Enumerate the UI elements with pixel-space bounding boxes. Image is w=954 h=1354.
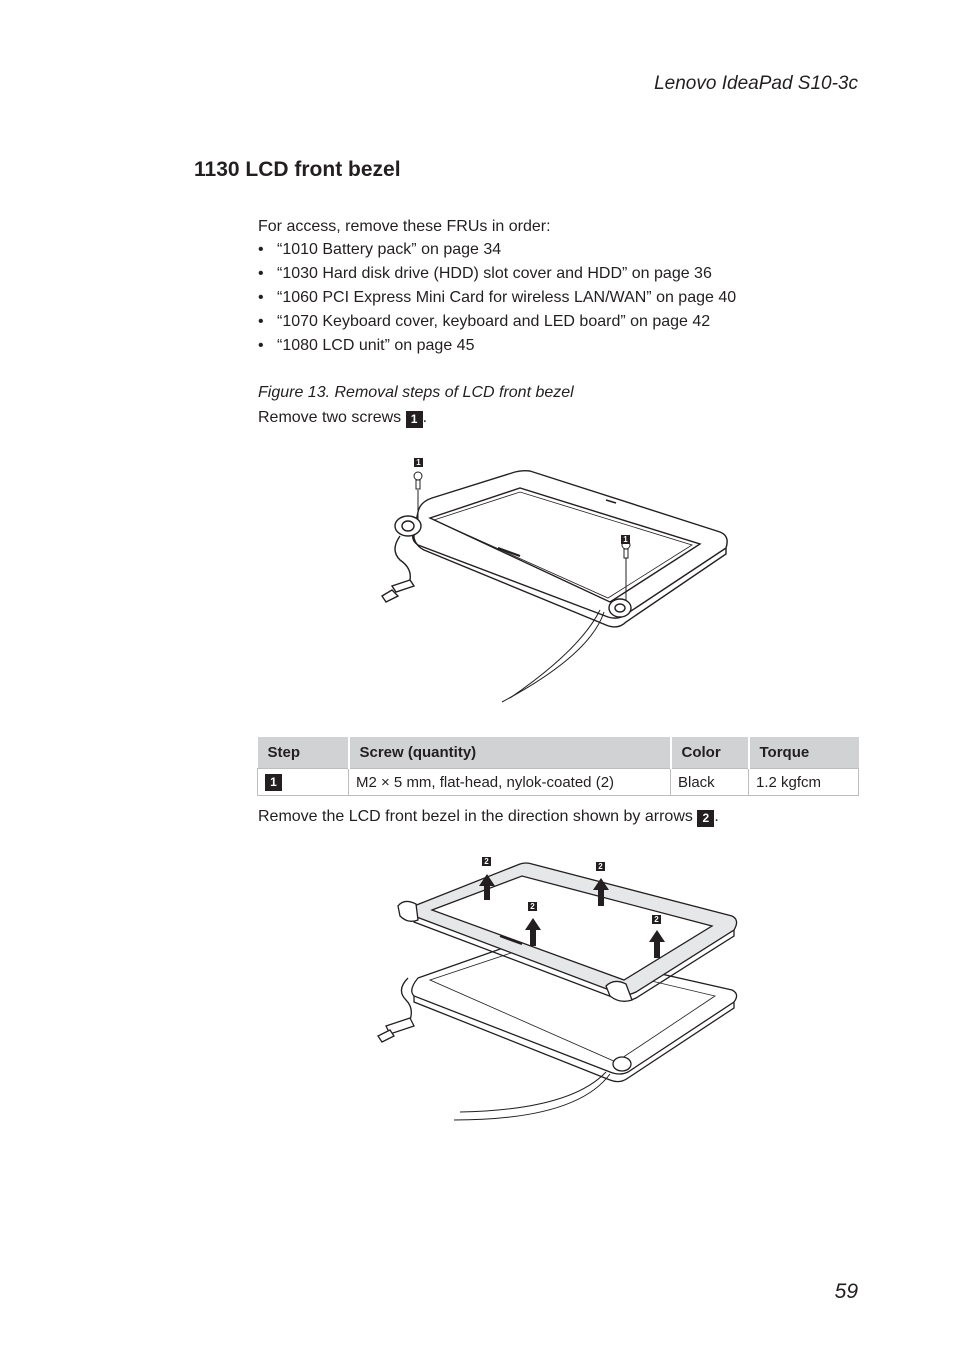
table-header-step: Step — [257, 737, 350, 769]
bullet-icon: • — [258, 313, 264, 330]
bullet-icon: • — [258, 265, 264, 282]
prerequisite-list: • “1010 Battery pack” on page 34 • “1030 H… — [258, 240, 736, 360]
list-item: • “1010 Battery pack” on page 34 — [258, 240, 736, 264]
running-header: Lenovo IdeaPad S10-3c — [654, 73, 858, 94]
list-item: • “1030 Hard disk drive (HDD) slot cover … — [258, 264, 736, 288]
step2-marker-icon: 2 — [697, 810, 715, 827]
step1-marker-icon: 1 — [405, 411, 423, 428]
step2-suffix: . — [714, 808, 719, 825]
step-marker-icon: 1 — [265, 773, 282, 791]
table-header-screw: Screw (quantity) — [348, 737, 672, 769]
screw-callout-1: 1 — [414, 458, 423, 467]
bezel-removal-illustration — [377, 862, 738, 1121]
step1-instruction: Remove two screws 1. — [258, 408, 427, 428]
figure-caption: Figure 13. Removal steps of LCD front be… — [258, 384, 574, 401]
step2-text: Remove the LCD front bezel in the direct… — [258, 808, 693, 825]
page-number: 59 — [834, 1280, 858, 1303]
bullet-icon: • — [258, 289, 264, 306]
arrow-callout-1: 2 — [482, 857, 491, 866]
arrow-callout-3: 2 — [528, 902, 537, 911]
table-header-row: Step Screw (quantity) Color Torque — [257, 737, 859, 769]
list-item: • “1060 PCI Express Mini Card for wireles… — [258, 288, 736, 312]
table-row: 1 M2 × 5 mm, flat-head, nylok-coated (2)… — [257, 768, 859, 796]
step2-instruction: Remove the LCD front bezel in the direct… — [258, 807, 719, 827]
bullet-icon: • — [258, 241, 264, 258]
lcd-unit-screws-illustration — [381, 458, 728, 703]
list-item-text: “1080 LCD unit” on page 45 — [277, 337, 475, 354]
section-title: 1130 LCD front bezel — [194, 158, 401, 181]
list-item: • “1070 Keyboard cover, keyboard and LED … — [258, 312, 736, 336]
list-item-text: “1010 Battery pack” on page 34 — [277, 241, 502, 258]
table-cell-screw: M2 × 5 mm, flat-head, nylok-coated (2) — [348, 768, 671, 796]
list-item-text: “1070 Keyboard cover, keyboard and LED b… — [277, 313, 711, 330]
screw-table: Step Screw (quantity) Color Torque 1 M2 … — [257, 737, 859, 796]
table-header-color: Color — [670, 737, 750, 769]
step1-suffix: . — [422, 409, 428, 426]
list-item-text: “1060 PCI Express Mini Card for wireless… — [277, 289, 737, 306]
table-cell-color: Black — [670, 768, 749, 796]
list-item: • “1080 LCD unit” on page 45 — [258, 336, 736, 360]
intro-text: For access, remove these FRUs in order: — [258, 218, 551, 235]
bullet-icon: • — [258, 337, 264, 354]
table-cell-step: 1 — [257, 768, 349, 796]
table-cell-torque: 1.2 kgfcm — [748, 768, 859, 796]
table-header-torque: Torque — [748, 737, 859, 769]
screw-callout-2: 1 — [621, 535, 630, 544]
step1-text: Remove two screws — [258, 409, 402, 426]
list-item-text: “1030 Hard disk drive (HDD) slot cover a… — [277, 265, 712, 282]
arrow-callout-2: 2 — [596, 862, 605, 871]
arrow-callout-4: 2 — [652, 915, 661, 924]
